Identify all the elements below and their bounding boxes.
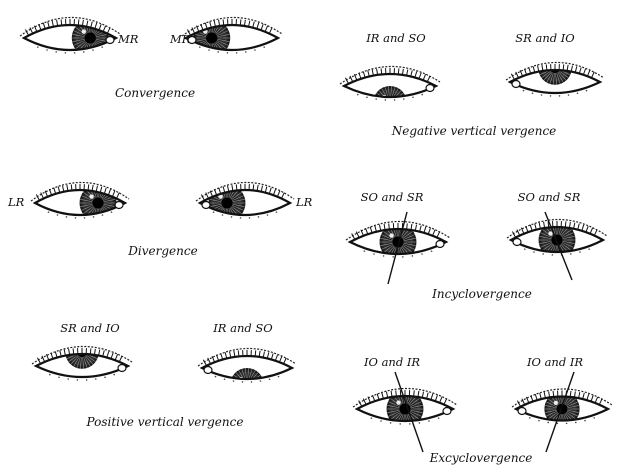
eyelid-outline	[32, 188, 128, 217]
label-sr-io-pos: SR and IO	[60, 321, 120, 335]
eyelid-outline	[347, 228, 449, 256]
caruncle	[511, 79, 521, 89]
label-mr-left: MR	[169, 32, 191, 46]
label-so-sr-left: SO and SR	[518, 190, 581, 204]
caruncle	[203, 365, 213, 375]
eyelid-outline	[508, 226, 606, 254]
caruncle	[187, 35, 197, 45]
eyelashes	[512, 221, 598, 238]
eyelashes	[25, 19, 111, 36]
caption-excyclovergence: Excyclovergence	[429, 451, 533, 465]
eyelashes	[202, 350, 287, 366]
caruncle	[517, 406, 527, 416]
eye-divergence-left	[195, 181, 295, 219]
label-io-ir-left: IO and IR	[526, 355, 583, 369]
panel-positive-vertical-vergence: SR and IO IR and SO Positive vertical ve…	[31, 321, 297, 429]
eye-excyclo-left	[511, 371, 613, 453]
eyelid-outline	[341, 72, 439, 99]
label-so-sr-right: SO and SR	[361, 190, 424, 204]
panel-convergence: MR MR Convergence	[19, 16, 283, 100]
panel-incyclovergence: SO and SR SO and SR Incyclovergence	[345, 190, 608, 301]
caruncle	[105, 35, 115, 45]
panel-excyclovergence: IO and IR IO and IR Excyclovergence	[352, 355, 613, 465]
caption-convergence: Convergence	[115, 86, 195, 100]
label-ir-so: IR and SO	[365, 31, 426, 45]
caruncle	[201, 200, 211, 210]
eyelashes	[37, 348, 123, 364]
iris-icon	[538, 227, 576, 252]
label-io-ir-right: IO and IR	[363, 355, 420, 369]
eyelashes	[358, 390, 448, 407]
label-lr-right: LR	[7, 195, 25, 209]
eye-divergence-right	[30, 181, 130, 219]
label-mr-right: MR	[117, 32, 139, 46]
label-ir-so-pos: IR and SO	[212, 321, 273, 335]
torsion-axis-line	[387, 211, 408, 285]
eye-incyclo-right	[345, 211, 451, 285]
lid-crease	[506, 218, 608, 239]
eye-excyclo-right	[352, 371, 458, 453]
caruncle	[114, 200, 124, 210]
caruncle	[512, 237, 522, 247]
caruncle	[425, 83, 435, 93]
eye-negvv-right	[339, 65, 441, 101]
eyelid-outline	[197, 188, 293, 217]
eyelid-outline	[513, 395, 611, 422]
eyelid-outline	[199, 354, 295, 381]
caption-negative-vertical-vergence: Negative vertical vergence	[391, 124, 557, 138]
eyelashes	[35, 184, 120, 201]
eyelashes	[200, 184, 285, 201]
eyelid-outline	[507, 68, 603, 95]
caption-positive-vertical-vergence: Positive vertical vergence	[86, 415, 244, 429]
panel-divergence: LR LR Divergence	[7, 181, 313, 258]
caruncle	[117, 363, 127, 373]
iris-icon	[373, 86, 407, 97]
eye-incyclo-left	[506, 211, 608, 281]
torsion-axis-line	[544, 211, 573, 281]
eyelid-outline	[21, 24, 119, 52]
torsion-axis-line	[394, 371, 424, 453]
eyelashes	[345, 68, 431, 84]
caruncle	[435, 239, 445, 249]
caption-incyclovergence: Incyclovergence	[431, 287, 532, 301]
lid-crease	[181, 16, 283, 37]
lid-crease	[352, 387, 458, 408]
iris-icon	[544, 396, 580, 421]
eyelid-outline	[33, 352, 131, 379]
eyelashes	[510, 64, 595, 80]
eyelashes	[351, 223, 441, 240]
sclera	[202, 356, 292, 379]
torsion-axis-line	[545, 371, 575, 453]
eyelashes	[517, 390, 603, 407]
eye-posvv-left	[197, 347, 297, 383]
eyelashes	[187, 19, 273, 36]
eye-posvv-right	[31, 345, 133, 381]
sclera	[344, 74, 436, 97]
caruncle	[442, 406, 452, 416]
eye-negvv-left	[505, 61, 605, 97]
label-sr-io: SR and IO	[515, 31, 575, 45]
panel-negative-vertical-vergence: IR and SO SR and IO Negative vertical ve…	[339, 31, 605, 138]
lid-crease	[19, 16, 121, 37]
iris-icon	[230, 368, 264, 379]
lid-crease	[345, 220, 451, 241]
caption-divergence: Divergence	[127, 244, 197, 258]
eye-convergence-left	[181, 16, 283, 54]
eyelid-outline	[354, 395, 456, 423]
eyelid-outline	[183, 24, 281, 52]
label-lr-left: LR	[295, 195, 313, 209]
eye-convergence-right	[19, 16, 121, 54]
